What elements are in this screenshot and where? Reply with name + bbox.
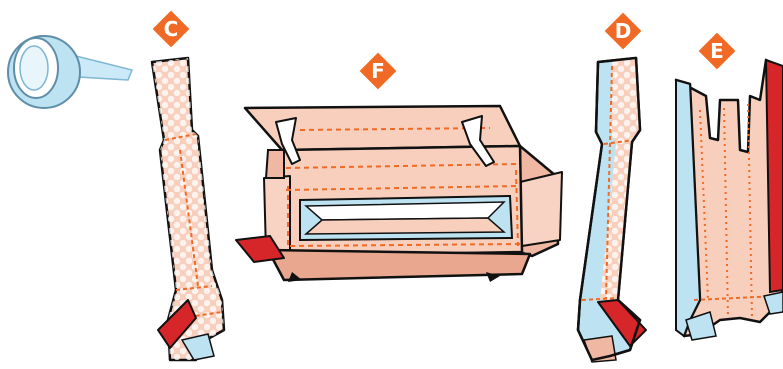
tape-roll-icon	[8, 36, 132, 108]
badge-e: E	[699, 33, 736, 70]
badge-d: D	[605, 13, 642, 50]
badge-f-label: F	[371, 59, 385, 83]
badge-c: C	[153, 11, 190, 48]
badge-d-label: D	[615, 19, 632, 43]
part-e	[676, 60, 783, 340]
part-f	[236, 106, 562, 282]
badge-f: F	[360, 53, 397, 90]
badge-c-label: C	[164, 17, 179, 41]
part-c	[152, 58, 224, 360]
part-d	[578, 58, 646, 362]
badge-e-label: E	[710, 39, 724, 63]
